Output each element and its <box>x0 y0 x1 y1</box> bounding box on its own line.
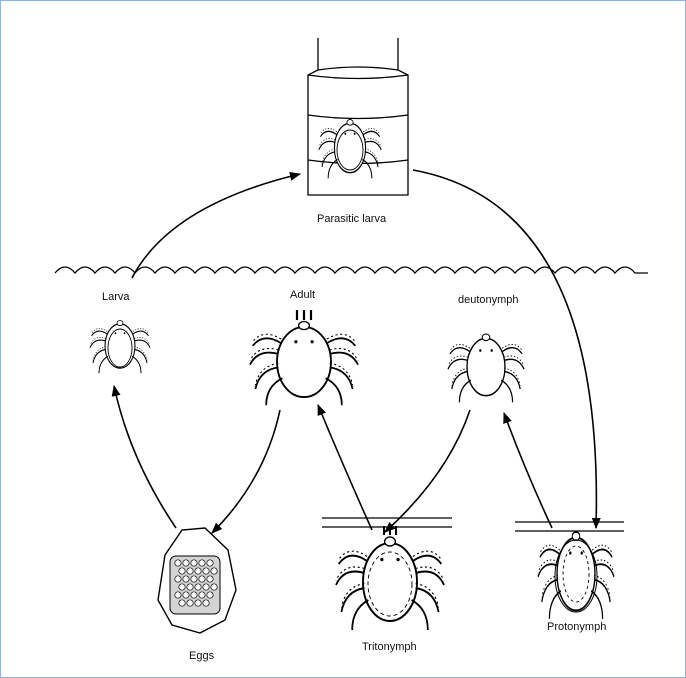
protonymph-mite <box>515 521 624 620</box>
label-protonymph: Protonymph <box>547 621 607 633</box>
arrow-adult-to-eggs <box>211 409 281 534</box>
water-surface-line <box>54 266 648 275</box>
larva-mite <box>89 319 151 374</box>
arrow-deutonymph-to-tritonymph <box>384 409 471 533</box>
label-eggs: Eggs <box>189 650 215 662</box>
arrow-tritonymph-to-adult <box>317 403 373 531</box>
arrow-eggs-to-larva <box>111 384 177 529</box>
adult-mite <box>249 310 359 407</box>
label-parasitic-larva: Parasitic larva <box>317 213 387 225</box>
arrow-parasitic-larva-to-protonymph <box>412 169 601 530</box>
label-tritonymph: Tritonymph <box>362 641 417 653</box>
host-insect-abdomen <box>307 38 409 196</box>
egg-mass <box>157 527 237 634</box>
parasitic-larva-mite <box>318 118 382 180</box>
arrow-protonymph-to-deutonymph <box>503 411 553 529</box>
label-adult: Adult <box>290 289 316 301</box>
label-larva: Larva <box>102 291 130 303</box>
arrow-larva-to-parasitic-larva <box>131 171 302 279</box>
tritonymph-mite <box>322 517 452 632</box>
label-deutonymph: deutonymph <box>458 294 519 306</box>
deutonymph-mite <box>447 333 525 403</box>
